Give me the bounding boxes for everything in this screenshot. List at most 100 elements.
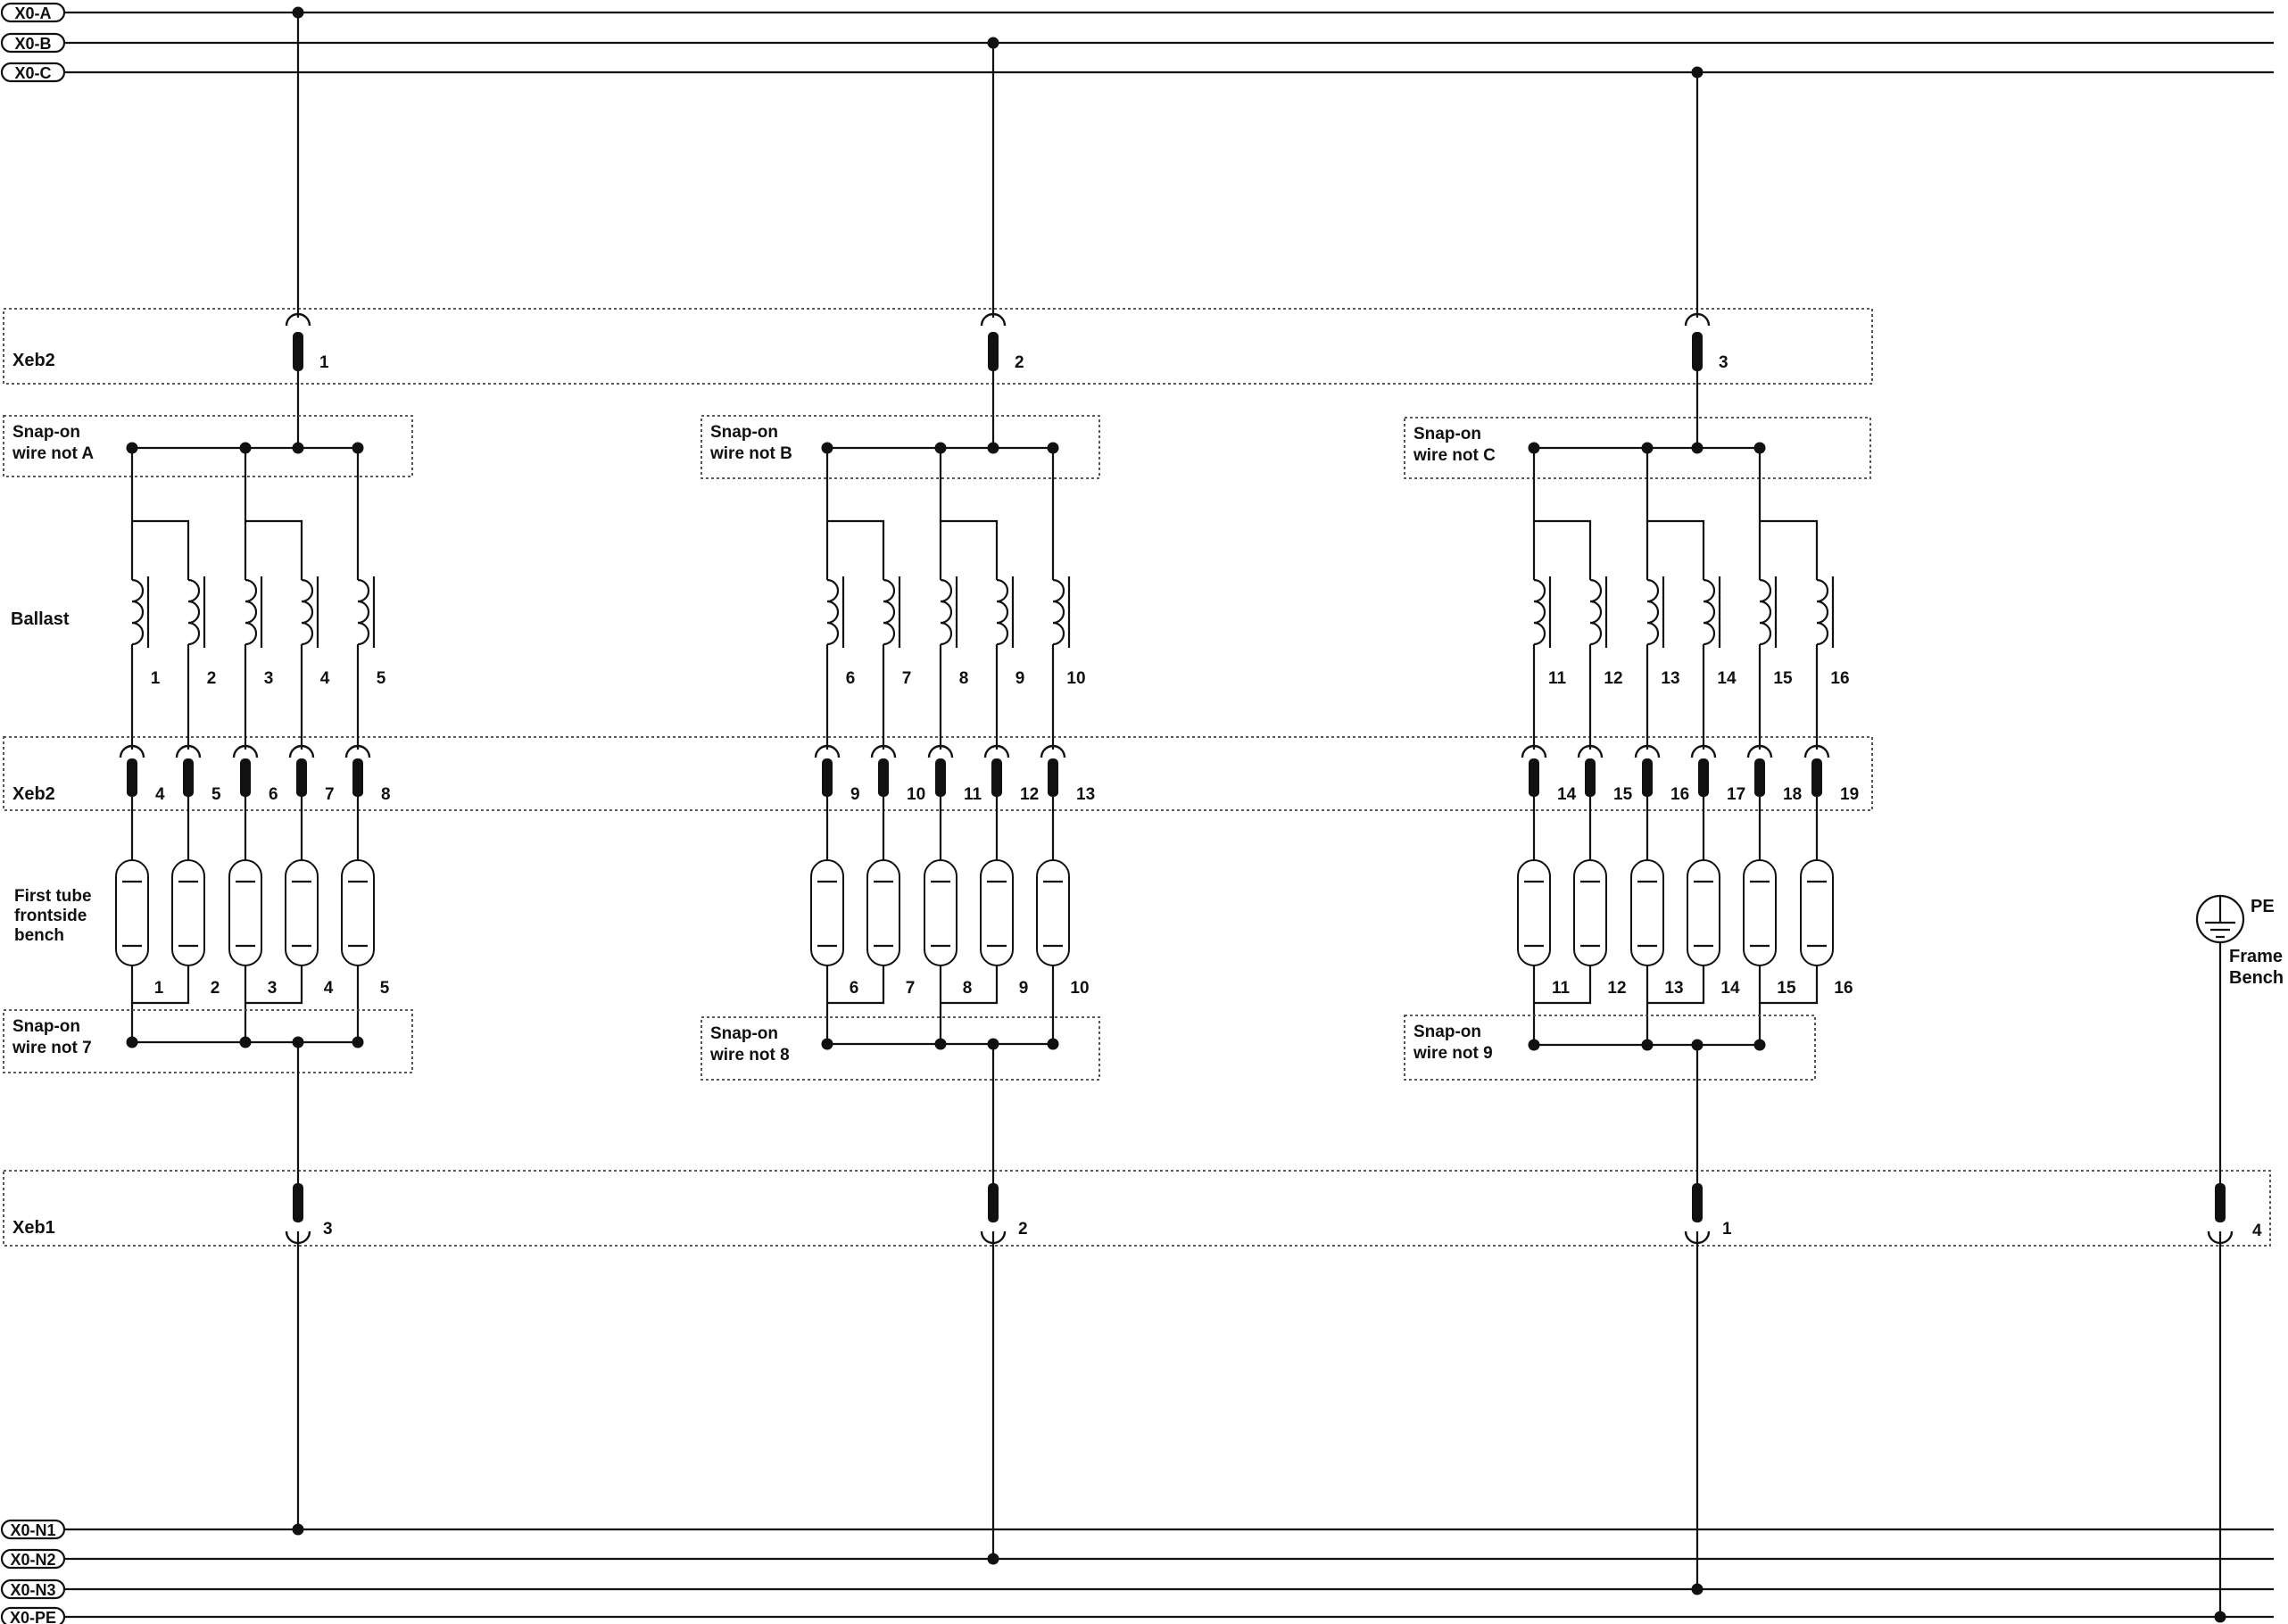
ballast-number: 11	[1548, 669, 1567, 688]
socket-symbol	[1746, 744, 1773, 758]
plug-pin	[822, 758, 833, 797]
socket-symbol	[119, 744, 145, 758]
busbar-top-0-label: X0-A	[14, 4, 51, 22]
busbar-bottom-1-label: X0-N2	[10, 1551, 55, 1569]
plug-pin	[296, 758, 307, 797]
xeb2-terminal-number: 8	[381, 785, 391, 804]
xeb2-terminal-number: 18	[1783, 785, 1802, 804]
ballast-coil-symbol	[1589, 578, 1603, 646]
socket-symbol	[344, 744, 371, 758]
fluorescent-tube-symbol	[924, 859, 957, 966]
ballast-wire	[245, 519, 303, 580]
junction-dot	[126, 1036, 138, 1048]
junction-dot	[934, 1038, 947, 1050]
ballast-coil-symbol	[883, 578, 896, 646]
socket-symbol	[1803, 744, 1830, 758]
tube-number: 2	[211, 979, 220, 998]
socket-symbol	[175, 744, 202, 758]
tube-number: 12	[1607, 979, 1626, 998]
ballast-number: 12	[1604, 669, 1622, 688]
ballast-wire	[941, 519, 999, 580]
xeb1-terminal-number: 3	[323, 1220, 333, 1239]
ballast-coil-symbol	[826, 578, 840, 646]
snap-on-top-box	[700, 415, 1100, 479]
tube-number: 3	[268, 979, 278, 998]
tube-number: 15	[1777, 979, 1796, 998]
xeb2-terminal-number: 19	[1840, 785, 1859, 804]
ballast-number: 6	[846, 669, 856, 688]
xeb2-mid-row	[3, 736, 1873, 811]
ballast-number: 4	[320, 669, 330, 688]
ballast-coil-symbol	[1816, 578, 1829, 646]
plug-pin	[991, 758, 1002, 797]
ballast-coil-symbol	[1646, 578, 1660, 646]
socket-symbol	[1684, 312, 1711, 327]
ballast-number: 13	[1661, 669, 1679, 688]
tube-bridge-wire	[132, 965, 190, 1005]
ballast-wire	[1534, 519, 1592, 580]
plug-pin	[935, 758, 946, 797]
snap-on-top-box	[3, 415, 413, 477]
tube-number: 8	[963, 979, 973, 998]
plug-pin	[1692, 332, 1703, 371]
busbar-bottom-3-label: X0-PE	[10, 1609, 56, 1624]
ballast-number: 1	[151, 669, 161, 688]
tube-number: 4	[324, 979, 334, 998]
xeb2-terminal-number: 11	[964, 785, 982, 804]
xeb2-terminal-number: 15	[1613, 785, 1633, 804]
plug-pin	[293, 332, 303, 371]
plug-pin	[2215, 1183, 2226, 1222]
plug-pin	[988, 332, 999, 371]
plug-pin	[878, 758, 889, 797]
fluorescent-tube-symbol	[810, 859, 844, 966]
plug-pin	[1585, 758, 1596, 797]
tube-bridge-wire	[827, 965, 885, 1005]
xeb1-terminal-number: 1	[1722, 1220, 1732, 1239]
xeb2-terminal-number: 10	[907, 785, 925, 804]
plug-pin	[240, 758, 251, 797]
plug-pin	[183, 758, 194, 797]
tube-number: 16	[1834, 979, 1853, 998]
fluorescent-tube-symbol	[1517, 859, 1551, 966]
ballast-number: 15	[1773, 669, 1793, 688]
fluorescent-tube-symbol	[866, 859, 900, 966]
busbar-top-1-label: X0-B	[14, 35, 51, 53]
xeb2-mid-row-label: Xeb2	[12, 784, 55, 804]
snap-on-bottom-box	[700, 1016, 1100, 1081]
fluorescent-tube-symbol	[1573, 859, 1607, 966]
snap-on-bottom-box	[3, 1009, 413, 1073]
plug-pin	[293, 1183, 303, 1222]
ballast-wire	[132, 519, 190, 580]
xeb1-row	[3, 1170, 2271, 1247]
plug-pin	[1754, 758, 1765, 797]
snap-on-bottom-box	[1404, 1015, 1816, 1081]
tube-number: 7	[906, 979, 916, 998]
ballast-wire	[827, 519, 885, 580]
xeb2-terminal-number: 5	[211, 785, 221, 804]
tube-number: 11	[1552, 979, 1571, 998]
xeb1-terminal-number: 2	[1018, 1220, 1028, 1239]
pe-junction-dot	[2214, 1611, 2226, 1623]
socket-symbol	[927, 744, 954, 758]
ballast-number: 16	[1830, 669, 1849, 688]
fluorescent-tube-symbol	[1687, 859, 1720, 966]
ballast-coil-symbol	[187, 578, 201, 646]
xeb2-terminal-number: 13	[1076, 785, 1095, 804]
fluorescent-tube-symbol	[1036, 859, 1070, 966]
ballast-number: 7	[902, 669, 912, 688]
ballast-coil-symbol	[940, 578, 953, 646]
socket-symbol	[983, 744, 1010, 758]
fluorescent-tube-symbol	[341, 859, 375, 966]
socket-symbol	[1690, 744, 1717, 758]
xeb1-terminal-number: 4	[2252, 1222, 2262, 1240]
socket-symbol	[288, 744, 315, 758]
plug-pin	[127, 758, 137, 797]
fluorescent-tube-symbol	[1800, 859, 1834, 966]
ballast-wire	[1647, 519, 1705, 580]
tube-number: 14	[1720, 979, 1740, 998]
fluorescent-tube-symbol	[115, 859, 149, 966]
